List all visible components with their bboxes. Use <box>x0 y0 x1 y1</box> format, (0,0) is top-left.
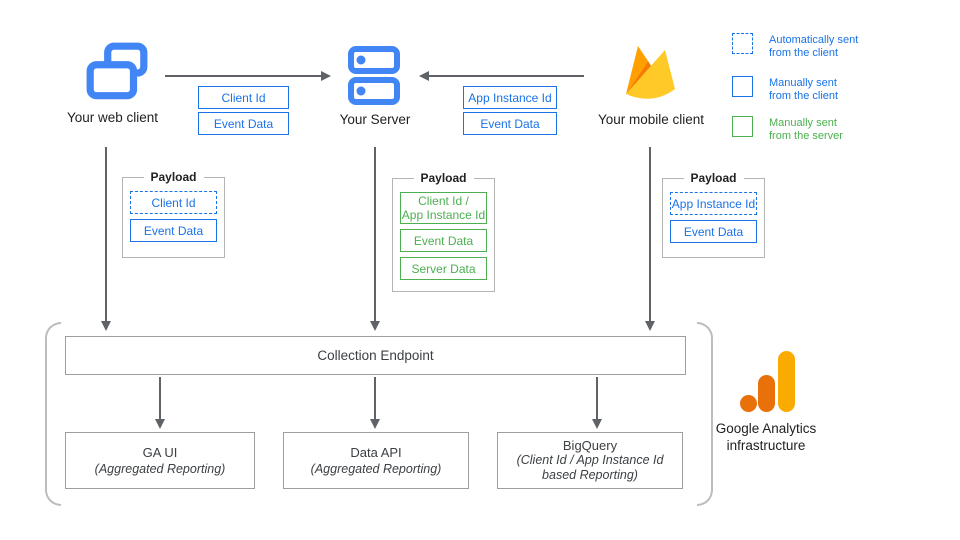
infrastructure-bracket-left <box>45 322 61 506</box>
tag-event-data-web: Event Data <box>198 112 289 135</box>
payload-item-text: Client Id / <box>418 194 469 208</box>
payload-item-text: Event Data <box>143 223 204 238</box>
infrastructure-caption-line: infrastructure <box>726 438 806 453</box>
legend-line: Manually sent <box>769 77 837 89</box>
payload-item-text: Event Data <box>413 233 474 248</box>
ga-ui-title: GA UI <box>142 444 178 460</box>
infrastructure-bracket-right <box>697 322 713 506</box>
arrow-mobile-to-server-head <box>419 71 429 81</box>
payload-web-event-data: Event Data <box>130 219 217 242</box>
arrow-to-ga-ui-head <box>155 419 165 429</box>
web-client-label: Your web client <box>66 110 159 125</box>
google-analytics-icon <box>735 350 800 415</box>
arrow-to-bigquery-head <box>592 419 602 429</box>
arrow-server-down-head <box>370 321 380 331</box>
legend-dashed-blue-swatch <box>732 33 753 54</box>
ga-logo-mid-bar <box>758 375 775 412</box>
legend-solid-blue-swatch <box>732 76 753 97</box>
collection-endpoint-box: Collection Endpoint <box>65 336 686 375</box>
payload-server-ids: Client Id / App Instance Id <box>400 192 487 224</box>
tag-client-id: Client Id <box>198 86 289 109</box>
collection-endpoint-label: Collection Endpoint <box>317 347 434 363</box>
server-icon <box>348 46 400 105</box>
arrow-server-down <box>374 147 376 323</box>
legend-item-auto-client: Automatically sent from the client <box>732 33 858 60</box>
legend-item-manual-client: Manually sent from the client <box>732 76 838 103</box>
arrow-to-data-api <box>374 377 376 421</box>
legend-line: Automatically sent <box>769 34 859 46</box>
payload-mobile-title: Payload <box>683 171 744 185</box>
payload-item-text: App Instance Id <box>671 196 756 211</box>
legend-manual-server-text: Manually sent from the server <box>769 117 843 143</box>
legend-line: from the client <box>769 47 839 59</box>
legend-line: from the client <box>769 90 839 102</box>
ga-ui-subtitle: (Aggregated Reporting) <box>94 461 226 476</box>
payload-item-text: Event Data <box>683 224 744 239</box>
server-label: Your Server <box>339 112 411 127</box>
arrow-to-bigquery <box>596 377 598 421</box>
arrow-to-ga-ui <box>159 377 161 421</box>
tag-app-instance-id: App Instance Id <box>463 86 557 109</box>
arrow-web-to-server-head <box>321 71 331 81</box>
payload-web: Payload Client Id Event Data <box>122 170 225 258</box>
tag-event-data-mobile: Event Data <box>463 112 557 135</box>
payload-mobile: Payload App Instance Id Event Data <box>662 171 765 258</box>
bigquery-subtitle: (Client Id / App Instance Id based Repor… <box>516 453 664 482</box>
arrow-mobile-down <box>649 147 651 323</box>
ga-logo-tall-bar <box>778 351 795 412</box>
arrow-web-to-server <box>165 75 322 77</box>
legend-item-manual-server: Manually sent from the server <box>732 116 843 143</box>
payload-mobile-event-data: Event Data <box>670 220 757 243</box>
arrow-mobile-down-head <box>645 321 655 331</box>
payload-mobile-app-instance-id: App Instance Id <box>670 192 757 215</box>
arrow-web-down <box>105 147 107 323</box>
legend-line: from the server <box>769 130 843 142</box>
legend-auto-client-text: Automatically sent from the client <box>769 34 858 60</box>
payload-web-client-id: Client Id <box>130 191 217 214</box>
payload-server: Payload Client Id / App Instance Id Even… <box>392 171 495 292</box>
payload-item-text: Client Id <box>151 195 196 210</box>
payload-web-title: Payload <box>143 170 204 184</box>
ga-ui-box: GA UI (Aggregated Reporting) <box>65 432 255 489</box>
infrastructure-caption: Google Analytics infrastructure <box>700 420 832 454</box>
legend-manual-client-text: Manually sent from the client <box>769 77 838 103</box>
infrastructure-caption-line: Google Analytics <box>715 421 817 436</box>
data-api-box: Data API (Aggregated Reporting) <box>283 432 469 489</box>
ga-logo-circle <box>740 395 757 412</box>
payload-server-server-data: Server Data <box>400 257 487 280</box>
firebase-mobile-icon <box>626 46 675 99</box>
legend-solid-green-swatch <box>732 116 753 137</box>
data-api-title: Data API <box>350 444 402 460</box>
bigquery-box: BigQuery (Client Id / App Instance Id ba… <box>497 432 683 489</box>
arrow-to-data-api-head <box>370 419 380 429</box>
bigquery-title: BigQuery <box>562 438 618 453</box>
web-client-icon <box>86 42 148 100</box>
payload-item-text: Server Data <box>411 261 476 276</box>
payload-item-text: App Instance Id <box>401 208 486 222</box>
mobile-client-label: Your mobile client <box>597 112 705 127</box>
data-api-subtitle: (Aggregated Reporting) <box>310 461 442 476</box>
arrow-web-down-head <box>101 321 111 331</box>
legend-line: Manually sent <box>769 117 837 129</box>
payload-server-event-data: Event Data <box>400 229 487 252</box>
payload-server-title: Payload <box>413 171 474 185</box>
arrow-mobile-to-server <box>428 75 584 77</box>
